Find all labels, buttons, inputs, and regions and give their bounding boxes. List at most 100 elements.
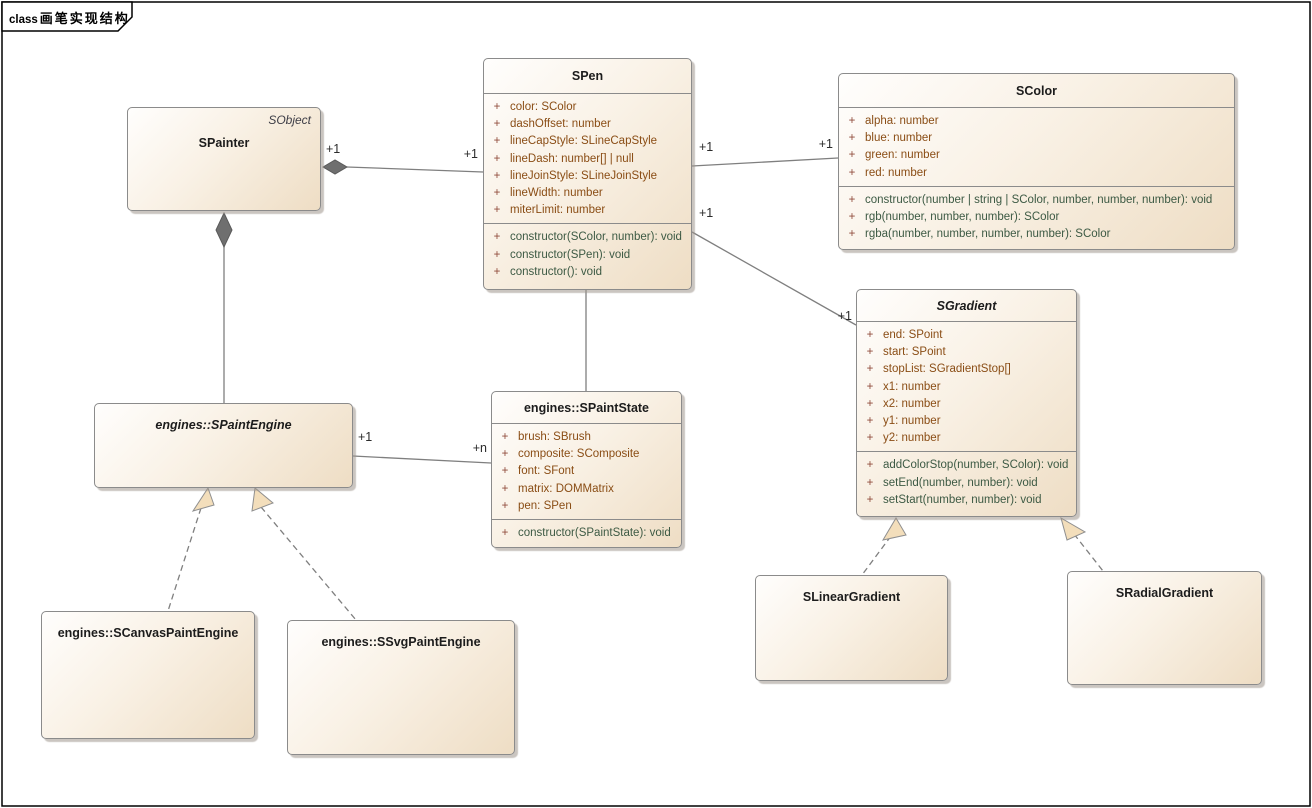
- member-label: constructor(SPaintState): void: [518, 527, 671, 540]
- multiplicity-label-5: +1: [838, 309, 852, 323]
- visibility-public-symbol: +: [866, 459, 874, 472]
- class-box-engines-spaintengine[interactable]: engines::SPaintEngine: [94, 403, 353, 488]
- member-label: lineCapStyle: SLineCapStyle: [510, 135, 658, 148]
- attributes-section: +end: SPoint+start: SPoint+stopList: SGr…: [857, 321, 1076, 451]
- member-label: y1: number: [883, 415, 941, 428]
- visibility-public-symbol: +: [848, 166, 856, 179]
- attribute-row: +red: number: [839, 165, 1234, 182]
- member-label: rgba(number, number, number, number): SC…: [865, 228, 1111, 241]
- attribute-row: + color: SColor: [484, 99, 691, 116]
- attribute-row: +lineDash: number[] | null: [484, 151, 691, 168]
- member-label: start: SPoint: [883, 346, 946, 359]
- class-box-sradialgradient[interactable]: SRadialGradient: [1067, 571, 1262, 685]
- visibility-public-symbol: +: [501, 482, 509, 495]
- assoc-spaintengine-spaintstate[interactable]: [352, 455, 492, 464]
- visibility-public-symbol: +: [493, 101, 501, 113]
- class-box-sgradient[interactable]: SGradient+end: SPoint+start: SPoint+stop…: [856, 289, 1077, 517]
- multiplicity-label-7: +n: [473, 441, 487, 455]
- member-label: stopList: SGradientStop[]: [883, 363, 1011, 376]
- member-label: brush: SBrush: [518, 431, 591, 443]
- member-label: color: SColor: [510, 101, 577, 113]
- visibility-public-symbol: +: [848, 115, 856, 127]
- method-row: +constructor(SColor, number): void: [484, 229, 691, 246]
- attribute-row: +lineCapStyle: SLineCapStyle: [484, 133, 691, 150]
- gen-ssvgpaintengine-spaintengine[interactable]: [260, 506, 357, 621]
- member-label: composite: SComposite: [518, 448, 640, 461]
- methods-section: + constructor(SPaintState): void: [492, 519, 681, 546]
- stereotype-label: SObject: [268, 113, 311, 127]
- visibility-public-symbol: +: [848, 228, 856, 241]
- member-label: constructor(SColor, number): void: [510, 231, 682, 244]
- class-box-spen[interactable]: SPen+color: SColor+dashOffset: number+li…: [483, 58, 692, 290]
- visibility-public-symbol: +: [866, 329, 874, 341]
- methods-section: +addColorStop(number, SColor): void+setE…: [857, 451, 1076, 513]
- member-label: pen: SPen: [518, 499, 572, 512]
- multiplicity-label-1: +1: [464, 147, 478, 161]
- multiplicity-label-2: +1: [699, 140, 713, 154]
- class-box-scolor[interactable]: SColor+alpha: number+blue: number+green:…: [838, 73, 1235, 250]
- method-row: +addColorStop(number, SColor): void: [857, 457, 1076, 474]
- member-label: constructor(number | string | SColor, nu…: [865, 193, 1213, 206]
- member-label: rgb(number, number, number): SColor: [865, 211, 1060, 224]
- method-row: + constructor(number | string | SColor, n…: [839, 192, 1234, 209]
- member-label: font: SFont: [518, 465, 575, 478]
- multiplicity-label-3: +1: [819, 137, 833, 151]
- class-title: engines::SCanvasPaintEngine: [57, 626, 239, 640]
- visibility-public-symbol: +: [866, 493, 874, 506]
- attributes-section: +color: SColor+dashOffset: number+lineCa…: [484, 93, 691, 223]
- diamond-spainter-spen-composition-diamond-icon: [322, 159, 348, 175]
- multiplicity-label-0: +1: [326, 142, 340, 156]
- class-box-slineargradient[interactable]: SLinearGradient: [755, 575, 948, 681]
- visibility-public-symbol: +: [866, 397, 874, 410]
- gen-slineargradient-sgradient[interactable]: [861, 535, 892, 576]
- member-label: lineWidth: number: [510, 187, 603, 200]
- visibility-public-symbol: +: [501, 448, 509, 461]
- visibility-public-symbol: +: [501, 499, 509, 512]
- visibility-public-symbol: +: [501, 527, 509, 540]
- attribute-row: +font: SFont: [492, 463, 681, 480]
- class-title: SGradient: [936, 298, 997, 313]
- member-label: miterLimit: number: [510, 204, 606, 217]
- member-label: dashOffset: number: [510, 118, 611, 131]
- method-row: +constructor(): void: [484, 264, 691, 281]
- member-label: green: number: [865, 149, 940, 162]
- visibility-public-symbol: +: [493, 265, 501, 278]
- method-row: +setEnd(number, number): void: [857, 475, 1076, 492]
- member-label: y2: number: [883, 432, 941, 445]
- method-row: +rgb(number, number, number): SColor: [839, 209, 1234, 226]
- attribute-row: +lineJoinStyle: SLineJoinStyle: [484, 168, 691, 185]
- member-label: end: SPoint: [883, 329, 943, 341]
- visibility-public-symbol: +: [866, 380, 874, 393]
- attribute-row: + end: SPoint: [857, 327, 1076, 344]
- visibility-public-symbol: +: [848, 193, 856, 206]
- visibility-public-symbol: +: [493, 118, 501, 131]
- assoc-spen-sgradient[interactable]: [691, 231, 857, 326]
- attribute-row: +brush: SBrush: [492, 429, 681, 446]
- diamond-spainter-spaintengine-composition-diamond-icon: [215, 211, 233, 249]
- methods-section: + constructor(number | string | SColor, n…: [839, 185, 1234, 248]
- attribute-row: +miterLimit: number: [484, 202, 691, 219]
- class-box-engines-scanvaspaintengine[interactable]: engines::SCanvasPaintEngine: [41, 611, 255, 739]
- class-box-engines-ssvgpaintengine[interactable]: engines::SSvgPaintEngine: [287, 620, 515, 755]
- method-row: +constructor(SPen): void: [484, 247, 691, 264]
- attribute-row: + x1: number: [857, 379, 1076, 396]
- attribute-row: +start: SPoint: [857, 344, 1076, 361]
- attribute-row: + composite: SComposite: [492, 446, 681, 463]
- member-label: x1: number: [883, 380, 941, 393]
- gen-sradialgradient-sgradient[interactable]: [1073, 533, 1104, 572]
- member-label: blue: number: [865, 132, 933, 145]
- assoc-spainter-spen[interactable]: [346, 166, 484, 173]
- class-box-engines-spaintstate[interactable]: engines::SPaintState+brush: SBrush+compo…: [491, 391, 682, 548]
- class-title: SLinearGradient: [802, 590, 901, 604]
- assoc-spen-scolor[interactable]: [691, 157, 839, 167]
- visibility-public-symbol: +: [493, 187, 501, 200]
- attribute-row: +alpha: number: [839, 113, 1234, 130]
- gen-scanvaspaintengine-spaintengine[interactable]: [167, 507, 202, 612]
- visibility-public-symbol: +: [866, 476, 874, 489]
- attribute-row: + lineWidth: number: [484, 185, 691, 202]
- member-label: lineDash: number[] | null: [510, 152, 634, 165]
